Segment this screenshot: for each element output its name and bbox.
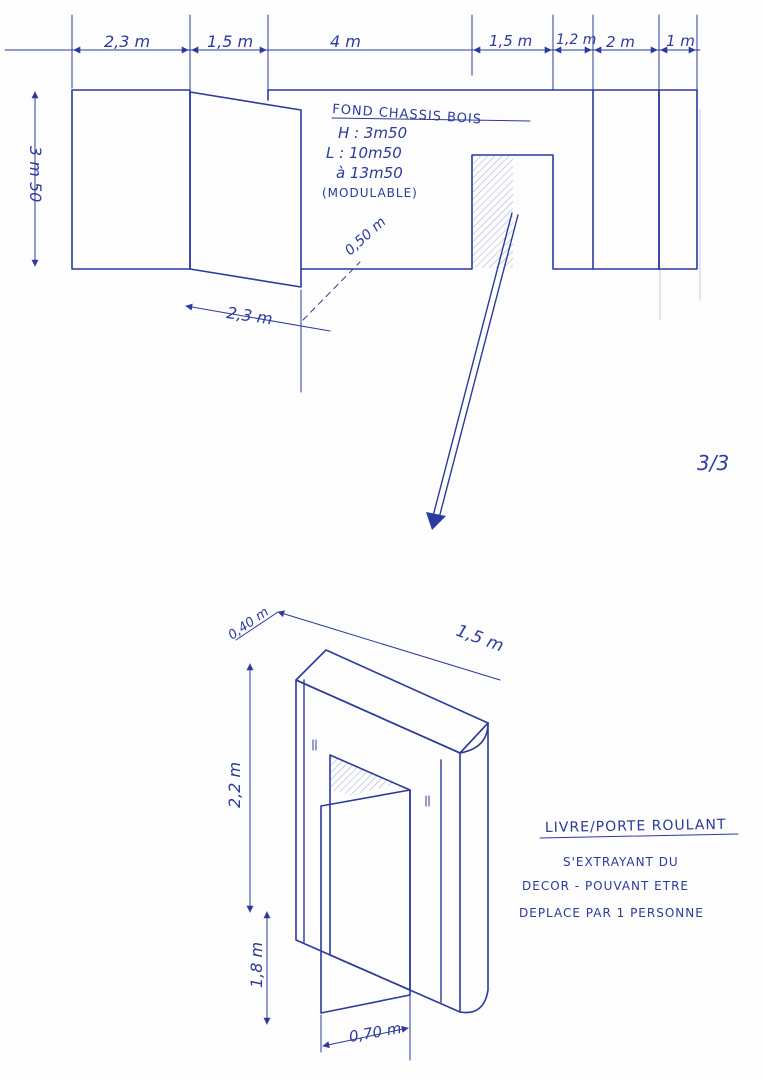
door-leaf <box>320 789 411 1014</box>
dim-label-7: 1 m <box>666 32 695 50</box>
book-width-label: 1,5 m <box>453 621 506 657</box>
dim-label-4: 1,5 m <box>489 32 532 50</box>
caption-line-2: DECOR - POUVANT ETRE <box>522 879 689 893</box>
book-door-width-label: 0,70 m <box>348 1019 403 1046</box>
door-width-arrow <box>185 303 331 332</box>
dimension-ticks <box>71 14 698 91</box>
caption-line-1: S'EXTRAYANT DU <box>563 855 679 869</box>
backdrop-h: H : 3m50 <box>338 124 407 142</box>
book-door-drawing: 0,40 m 1,5 m 2,2 m 1,8 m 0,70 m <box>225 605 506 1061</box>
panel-outlines <box>71 89 698 288</box>
door-width-dim <box>322 1025 409 1049</box>
dimension-labels: 2,3 m 1,5 m 4 m 1,5 m 1,2 m 2 m 1 m <box>104 32 695 51</box>
shadow-hatch <box>473 156 513 268</box>
width-dim-line <box>277 610 501 681</box>
caption-block: LIVRE/PORTE ROULANT S'EXTRAYANT DU DECOR… <box>519 817 739 920</box>
dim-label-6: 2 m <box>606 33 635 51</box>
backdrop-bottom <box>300 154 594 270</box>
caption-title: LIVRE/PORTE ROULANT <box>545 817 727 836</box>
panel-right-2 <box>658 89 698 270</box>
panel-left <box>71 89 191 270</box>
panel-right-1 <box>592 89 660 270</box>
book-height-label: 2,2 m <box>225 762 244 808</box>
backdrop-notes: FOND CHASSIS BOIS H : 3m50 L : 10m50 à 1… <box>322 102 531 200</box>
depth-dim-line <box>235 611 279 641</box>
caption-line-3: DEPLACE PAR 1 PERSONNE <box>519 906 704 920</box>
door-panel <box>189 91 302 288</box>
book-depth-label: 0,40 m <box>226 605 272 644</box>
long-arrow-shaft <box>431 212 513 521</box>
depth-label: 0,50 m <box>342 214 389 259</box>
backdrop-l2: à 13m50 <box>336 164 403 182</box>
book-top-face <box>295 649 489 754</box>
book-side-face <box>459 722 489 1014</box>
top-plan: 2,3 m 1,5 m 4 m 1,5 m 1,2 m 2 m 1 m 3 m … <box>4 14 701 530</box>
depth-line <box>302 261 361 321</box>
opening-hatch <box>331 756 395 795</box>
dim-label-2: 1,5 m <box>207 32 253 51</box>
long-arrow-head <box>426 512 446 530</box>
dim-label-5: 1,2 m <box>556 32 596 48</box>
dim-label-1: 2,3 m <box>104 32 150 51</box>
door-width-label: 2,3 m <box>225 303 273 328</box>
page-number: 3/3 <box>697 451 729 475</box>
door-height-label: 1,8 m <box>247 942 266 988</box>
backdrop-mod: (MODULABLE) <box>322 186 418 200</box>
dim-label-3: 4 m <box>330 32 361 51</box>
height-label: 3 m 50 <box>26 146 45 202</box>
backdrop-l: L : 10m50 <box>326 144 402 162</box>
